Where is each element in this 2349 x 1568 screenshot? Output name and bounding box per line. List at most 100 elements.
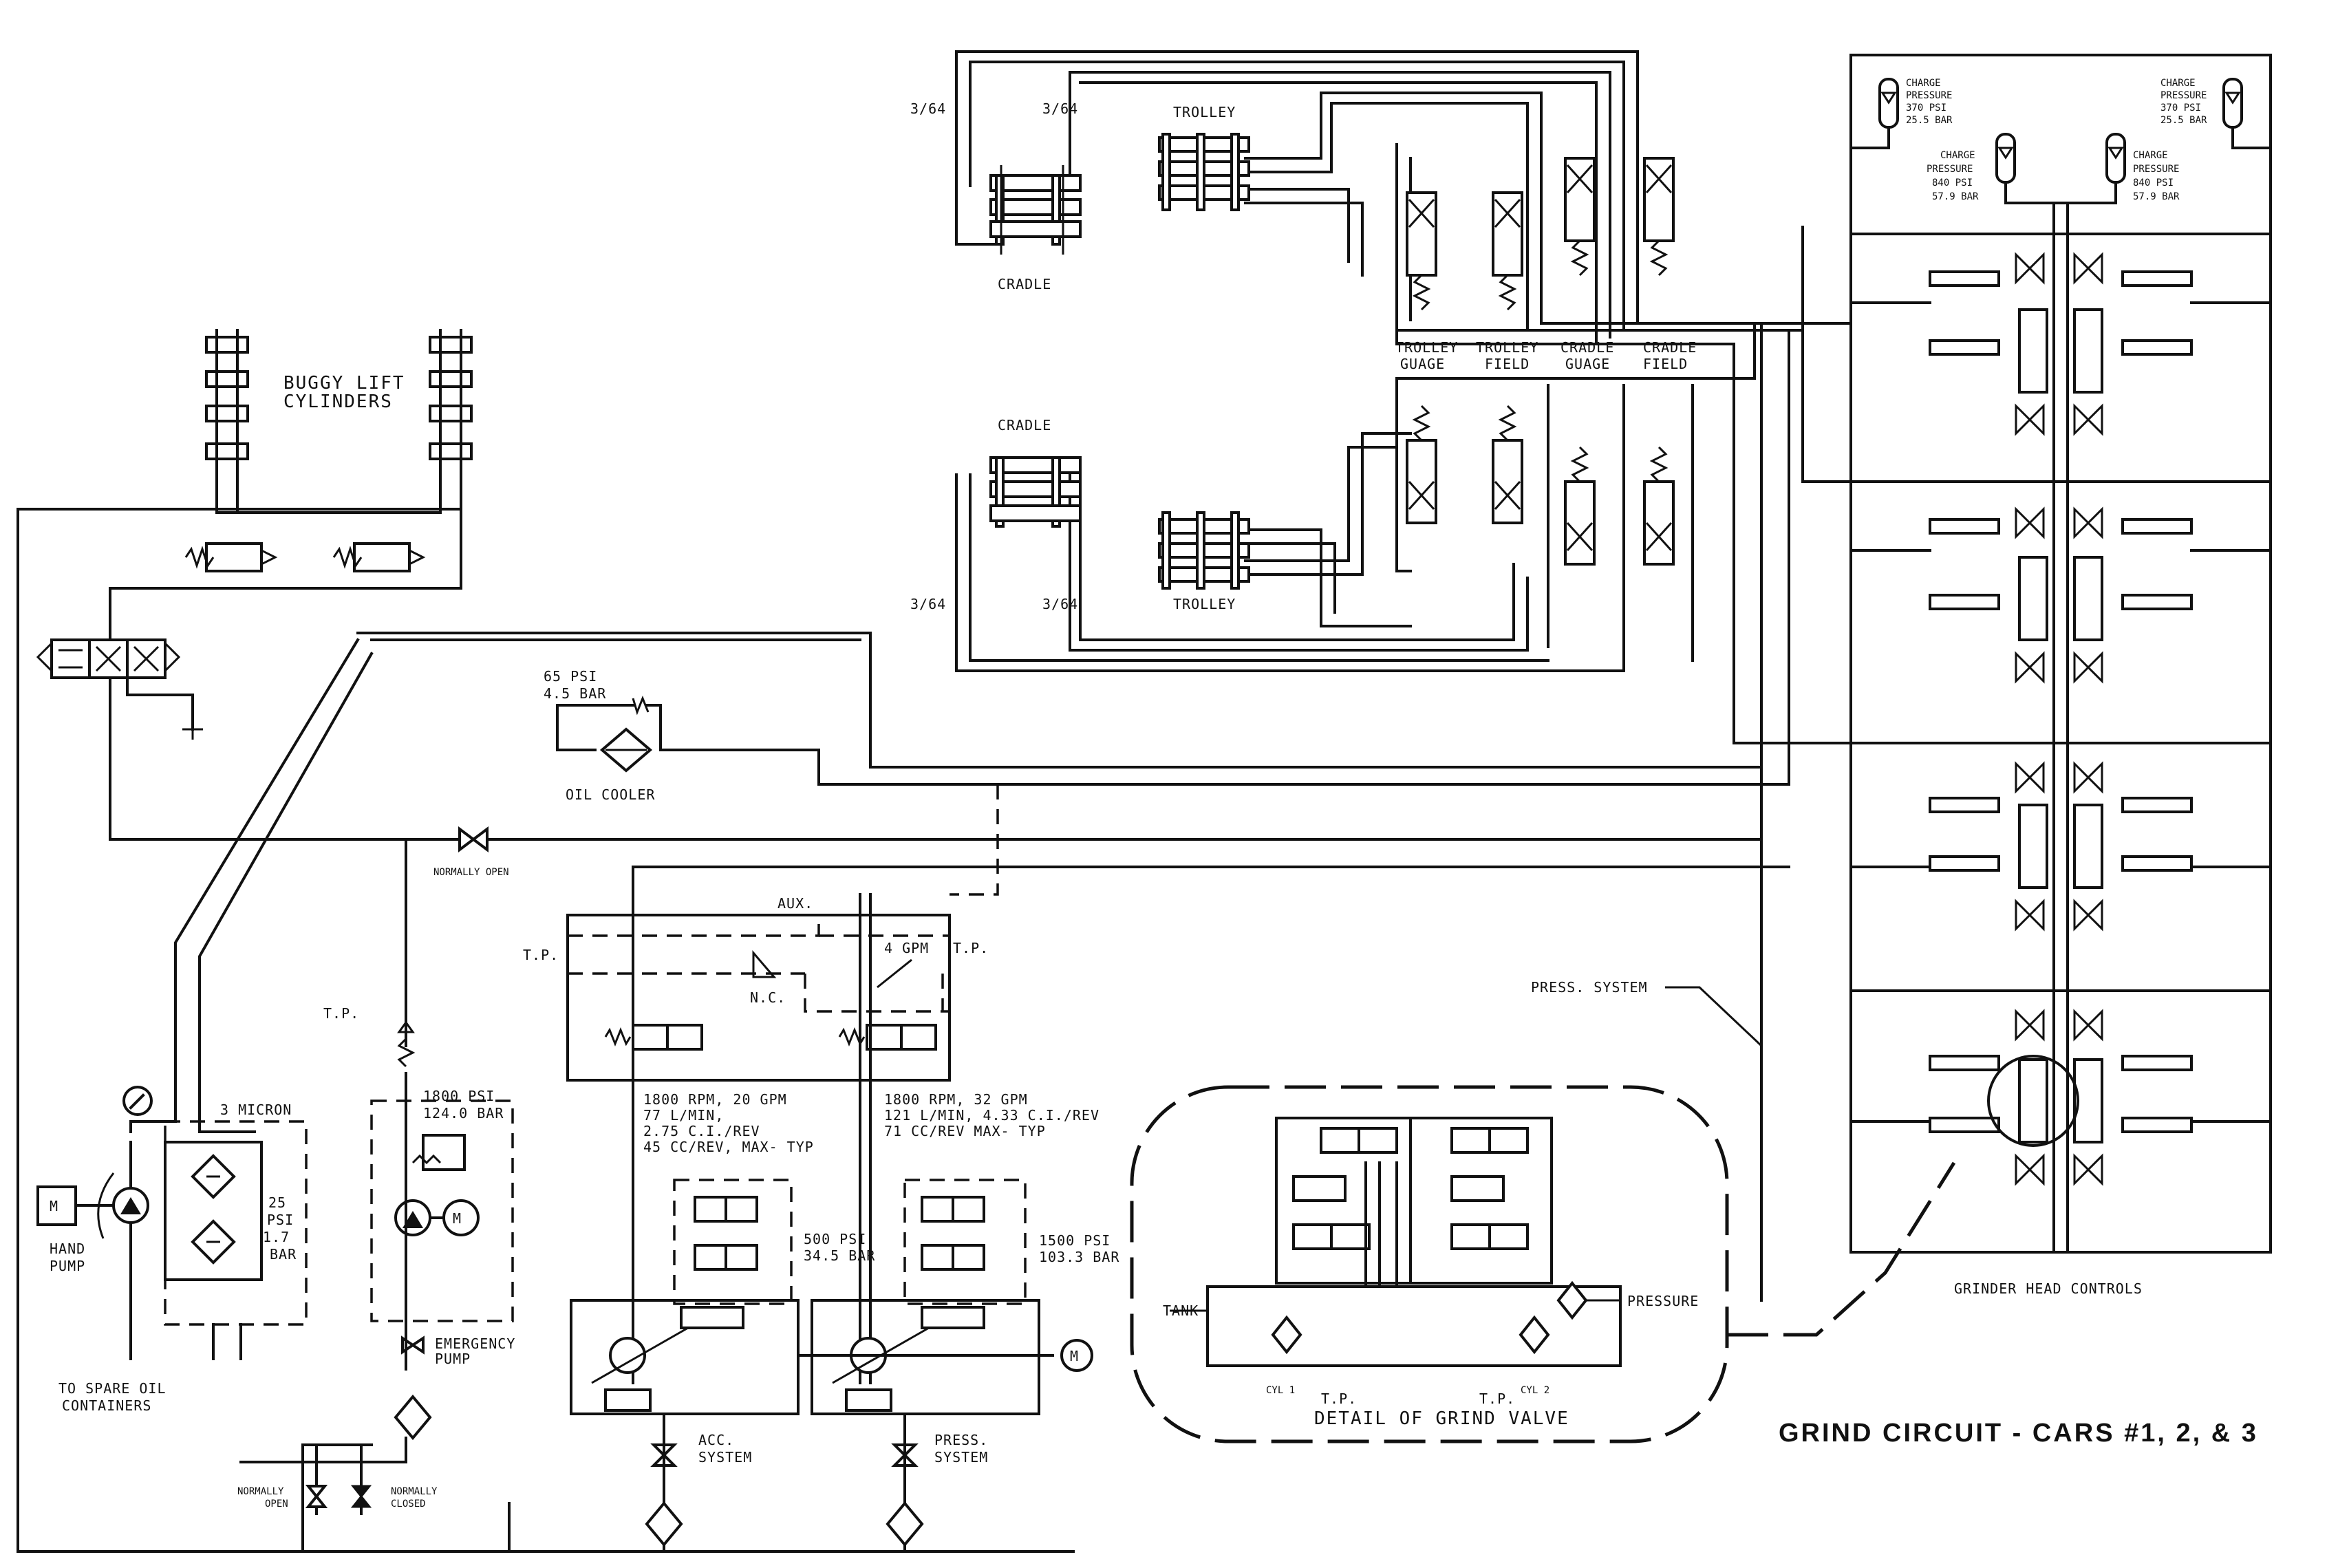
charge-left-l3: 370 PSI <box>1906 103 1946 114</box>
emergency-label-2: PUMP <box>435 1351 471 1367</box>
acc-system-1: ACC. <box>698 1432 734 1448</box>
relief-bar: 4.5 BAR <box>544 685 606 702</box>
emergency-bar: 124.0 BAR <box>423 1105 504 1121</box>
buggy-label-1: BUGGY LIFT <box>283 373 405 394</box>
buggy-lift-cylinders: BUGGY LIFT CYLINDERS <box>205 329 473 462</box>
cradle-label-lower: CRADLE <box>998 417 1051 433</box>
hand-pump-motor: M <box>50 1198 58 1214</box>
valve-label-1a: TROLLEY <box>1395 339 1458 356</box>
hand-pump: M HAND PUMP <box>36 1172 149 1274</box>
grind-cyl2: CYL 2 <box>1521 1385 1549 1396</box>
oil-cooler-circuit: 65 PSI 4.5 BAR OIL COOLER <box>544 668 820 803</box>
trolley-cylinders-upper <box>1158 133 1250 211</box>
upper-manifold: 3/64 3/64 TROLLEY CRADLE TROLLEY GUAGE T… <box>910 50 1804 372</box>
charge-right-l3: 370 PSI <box>2160 103 2201 114</box>
press-system-label: PRESS. SYSTEM <box>1531 979 1648 996</box>
normally-open-valve: NORMALLY OPEN <box>433 826 509 878</box>
pump-left-psi: 500 PSI <box>804 1231 866 1247</box>
orifice-upper-right: 3/64 <box>1042 100 1078 117</box>
grind-tp1: T.P. <box>1321 1390 1357 1407</box>
drain-no-1: NORMALLY <box>237 1486 284 1497</box>
acc-system-2: SYSTEM <box>698 1449 752 1465</box>
buggy-label-2: CYLINDERS <box>283 391 393 412</box>
charge-inner-right-l2: PRESSURE <box>2133 164 2179 175</box>
directional-valve <box>36 638 181 679</box>
grinder-head-label: GRINDER HEAD CONTROLS <box>1954 1280 2143 1297</box>
cradle-label-upper: CRADLE <box>998 276 1051 292</box>
aux-valve-block: AUX. T.P. T.P. N.C. 4 GPM <box>523 895 989 1082</box>
lower-solenoid-valves <box>1406 405 1675 566</box>
valve-label-2b: FIELD <box>1485 356 1530 372</box>
spare-oil-2: CONTAINERS <box>62 1397 151 1414</box>
press-system-pump-1: PRESS. <box>934 1432 988 1448</box>
press-system-pump-2: SYSTEM <box>934 1449 988 1465</box>
emergency-psi: 1800 PSI <box>423 1088 495 1104</box>
aux-tp-right: T.P. <box>953 940 989 956</box>
trolley-label-lower: TROLLEY <box>1173 596 1236 612</box>
charge-inner-right-l1: CHARGE <box>2133 150 2168 161</box>
accumulators <box>1878 78 2243 184</box>
aux-gpm: 4 GPM <box>884 940 929 956</box>
trolley-cylinders-lower <box>1158 511 1250 590</box>
pump-left-l1: 1800 RPM, 20 GPM <box>643 1091 787 1108</box>
pump-right-l3: 71 CC/REV MAX- TYP <box>884 1123 1046 1139</box>
charge-inner-left-l1: CHARGE <box>1940 150 1975 161</box>
grinder-head-row-3 <box>1849 742 2272 932</box>
pump-left-l3: 2.75 C.I./REV <box>643 1123 760 1139</box>
grind-valve-caption: DETAIL OF GRIND VALVE <box>1314 1408 1569 1429</box>
relief-psi: 65 PSI <box>544 668 597 685</box>
hand-pump-label-2: PUMP <box>50 1258 85 1274</box>
lower-manifold: CRADLE 3/64 3/64 TROLLEY <box>910 322 1756 672</box>
drain-nc-1: NORMALLY <box>391 1486 438 1497</box>
hand-pump-label-1: HAND <box>50 1241 85 1257</box>
pump-right-bar: 103.3 BAR <box>1039 1249 1119 1265</box>
charge-inner-right-l4: 57.9 BAR <box>2133 191 2180 202</box>
grind-pressure: PRESSURE <box>1627 1293 1699 1309</box>
pump-right-psi: 1500 PSI <box>1039 1232 1111 1249</box>
spare-oil-1: TO SPARE OIL <box>58 1380 167 1397</box>
valve-label-1b: GUAGE <box>1400 356 1445 372</box>
pump-left-l4: 45 CC/REV, MAX- TYP <box>643 1139 814 1155</box>
charge-right-l4: 25.5 BAR <box>2160 115 2207 126</box>
emergency-label-1: EMERGENCY <box>435 1335 515 1352</box>
charge-inner-left-l3: 840 PSI <box>1932 178 1973 189</box>
filter-psi-num: 25 <box>268 1194 286 1211</box>
trolley-label-upper: TROLLEY <box>1173 104 1236 120</box>
upper-solenoid-valves <box>1406 157 1675 311</box>
filter-assembly: 3 MICRON 25 PSI 1.7 BAR <box>164 1072 308 1326</box>
emergency-motor: M <box>453 1210 462 1227</box>
pump-right-motor: M <box>1070 1348 1079 1364</box>
charge-left-l1: CHARGE <box>1906 78 1941 89</box>
valve-label-3b: GUAGE <box>1565 356 1610 372</box>
drain-valves: NORMALLY OPEN NORMALLY CLOSED <box>237 1443 438 1515</box>
charge-right-l1: CHARGE <box>2160 78 2196 89</box>
orifice-lower-right: 3/64 <box>1042 596 1078 612</box>
valve-label-4b: FIELD <box>1643 356 1688 372</box>
pump-right-l2: 121 L/MIN, 4.33 C.I./REV <box>884 1107 1100 1124</box>
valve-label-4a: CRADLE <box>1643 339 1697 356</box>
grinder-head-controls: CHARGE PRESSURE 370 PSI 25.5 BAR CHARGE … <box>1849 54 2272 1297</box>
orifice-lower-left: 3/64 <box>910 596 946 612</box>
valve-label-3a: CRADLE <box>1560 339 1614 356</box>
charge-right-l2: PRESSURE <box>2160 90 2207 101</box>
filter-psi: PSI <box>267 1212 294 1228</box>
pump-left-bar: 34.5 BAR <box>804 1247 875 1264</box>
buggy-valves <box>184 542 426 572</box>
charge-left-l4: 25.5 BAR <box>1906 115 1953 126</box>
emergency-pump: T.P. M 1800 PSI 124.0 BAR EMERGENCY PUMP <box>323 1005 515 1441</box>
filter-bar: BAR <box>270 1246 297 1263</box>
filter-bar-num: 1.7 <box>263 1229 290 1245</box>
grinder-head-row-4 <box>1849 989 2272 1186</box>
grinder-head-row-1 <box>1849 233 2272 436</box>
charge-inner-right-l3: 840 PSI <box>2133 178 2174 189</box>
normally-open-label: NORMALLY OPEN <box>433 867 509 878</box>
aux-tp-left: T.P. <box>523 947 559 963</box>
grinder-head-row-2 <box>1849 480 2272 684</box>
pump-right-l1: 1800 RPM, 32 GPM <box>884 1091 1028 1108</box>
tp-mid: T.P. <box>323 1005 359 1022</box>
aux-nc: N.C. <box>750 989 786 1006</box>
diagram-title: GRIND CIRCUIT - CARS #1, 2, & 3 <box>1779 1419 2258 1448</box>
pump-left-l2: 77 L/MIN, <box>643 1107 724 1124</box>
oil-cooler-label: OIL COOLER <box>566 786 655 803</box>
